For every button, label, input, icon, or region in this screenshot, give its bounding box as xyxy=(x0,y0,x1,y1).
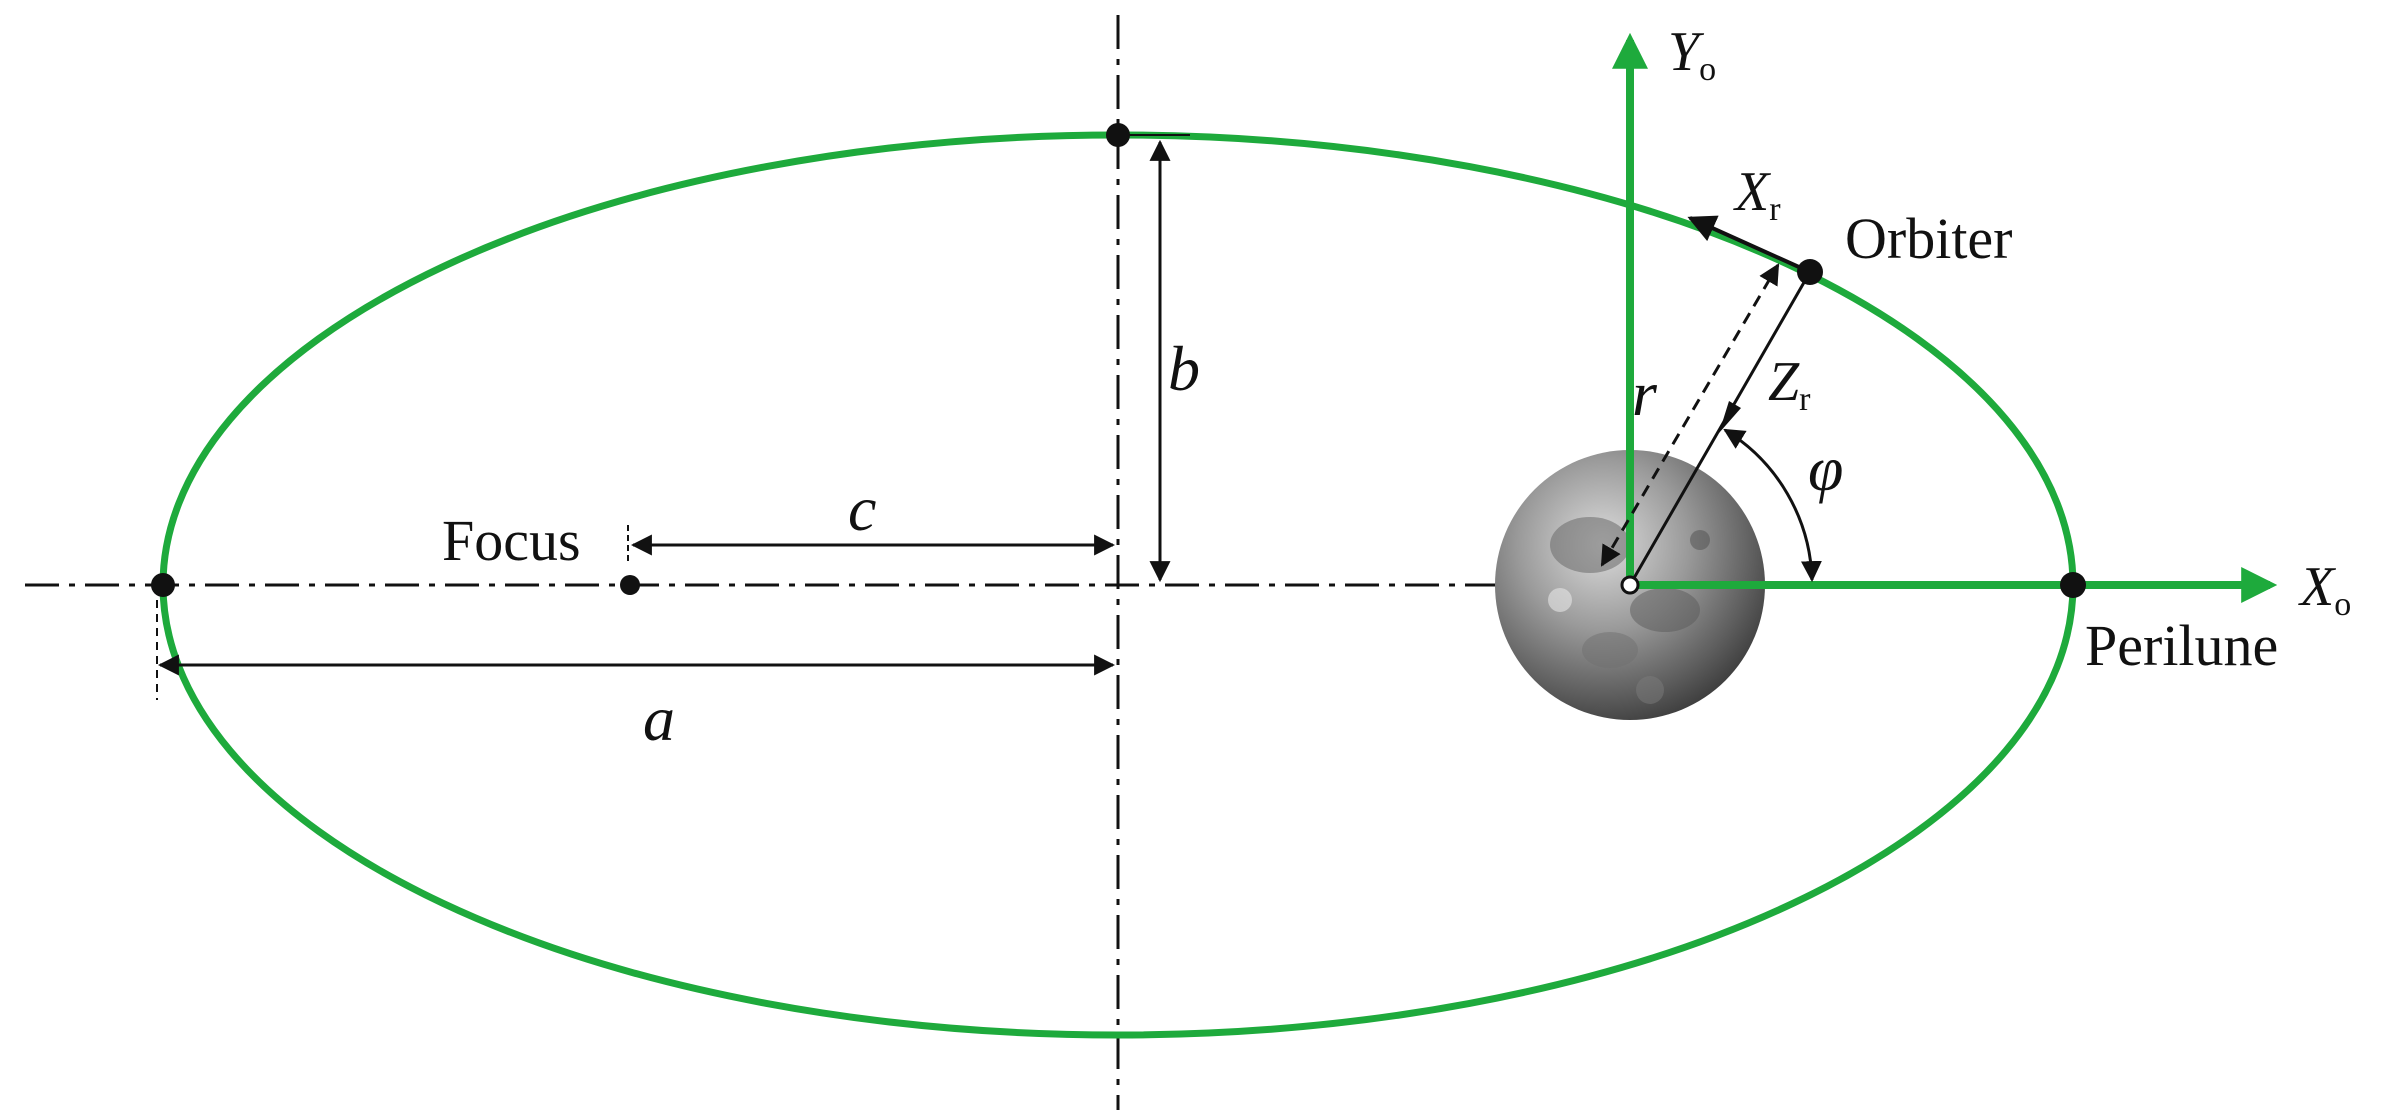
orbiter-label: Orbiter xyxy=(1845,206,2013,271)
angle-phi-arc xyxy=(1723,428,1822,583)
moon-center-point xyxy=(1620,575,1640,595)
perilune-point xyxy=(2060,572,2086,598)
top-vertex-point xyxy=(1106,123,1130,147)
a-label: a xyxy=(643,683,675,754)
z-r-arrowhead xyxy=(1719,401,1741,433)
x-o-label: Xo xyxy=(2298,556,2351,623)
x-r-label: Xr xyxy=(1733,161,1781,228)
radius-r-line xyxy=(1600,263,1780,567)
y-o-label: Yo xyxy=(1668,21,1716,88)
z-r-label: Zr xyxy=(1768,351,1811,418)
orbiter-point xyxy=(1797,259,1823,285)
perilune-label: Perilune xyxy=(2085,613,2278,678)
focus-point xyxy=(620,575,640,595)
r-label: r xyxy=(1632,358,1658,429)
focus-label: Focus xyxy=(442,508,581,573)
x-r-axis xyxy=(1687,215,1811,274)
c-label: c xyxy=(848,473,876,544)
z-r-axis xyxy=(1628,271,1812,586)
b-label: b xyxy=(1168,333,1200,404)
apolune-point xyxy=(151,573,175,597)
phi-label: φ xyxy=(1808,433,1843,504)
